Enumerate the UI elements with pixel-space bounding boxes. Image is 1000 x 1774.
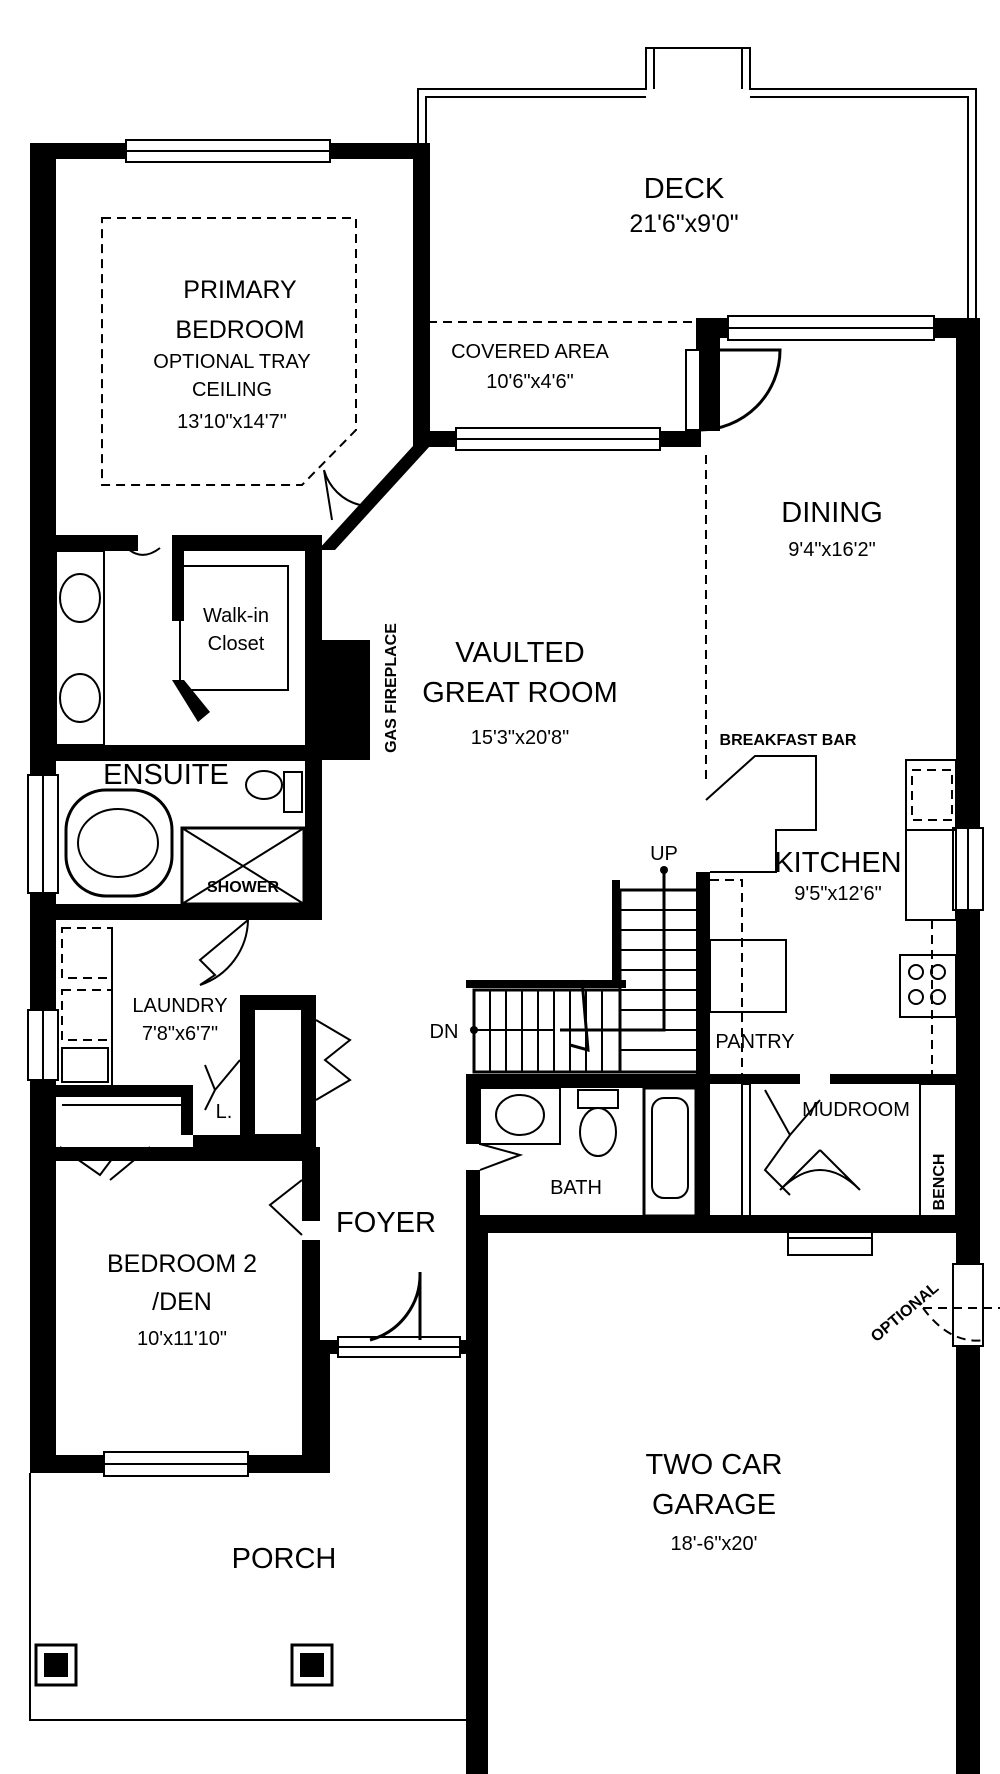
bath-fixtures bbox=[479, 1086, 698, 1218]
walk-in-closet-label-1: Walk-in bbox=[203, 605, 269, 627]
bench-label: BENCH bbox=[931, 1154, 948, 1211]
doors bbox=[59, 348, 1000, 1342]
kitchen-dimensions: 9'5"x12'6" bbox=[794, 883, 881, 905]
bedroom2-label-1: BEDROOM 2 bbox=[107, 1250, 257, 1278]
tray-ceiling-note-1: OPTIONAL TRAY bbox=[153, 351, 310, 373]
kitchen-fixtures bbox=[705, 755, 957, 1221]
staircase bbox=[470, 866, 704, 1074]
covered-area-label: COVERED AREA bbox=[451, 341, 609, 363]
covered-area-dimensions: 10'6"x4'6" bbox=[486, 371, 573, 393]
deck-dimensions: 21'6"x9'0" bbox=[629, 210, 738, 238]
primary-bedroom-dimensions: 13'10"x14'7" bbox=[177, 411, 287, 433]
stairs-down-label: DN bbox=[430, 1021, 459, 1043]
gas-fireplace-label: GAS FIREPLACE bbox=[383, 623, 400, 753]
dining-label: DINING bbox=[781, 497, 883, 529]
walk-in-closet-label-2: Closet bbox=[208, 633, 265, 655]
bedroom2-dimensions: 10'x11'10" bbox=[137, 1328, 227, 1350]
porch-label: PORCH bbox=[232, 1543, 337, 1575]
great-room-label-2: GREAT ROOM bbox=[422, 677, 618, 709]
great-room-label-1: VAULTED bbox=[455, 637, 584, 669]
tray-ceiling bbox=[101, 217, 357, 486]
optional-door-label: OPTIONAL bbox=[868, 1279, 942, 1345]
windows bbox=[27, 139, 984, 1477]
ensuite-label: ENSUITE bbox=[103, 759, 229, 791]
garage-dimensions: 18'-6"x20' bbox=[670, 1533, 757, 1555]
laundry-label: LAUNDRY bbox=[132, 995, 227, 1017]
bath-label: BATH bbox=[550, 1177, 602, 1199]
great-room-dimensions: 15'3"x20'8" bbox=[471, 727, 570, 749]
foyer-label: FOYER bbox=[336, 1207, 436, 1239]
linen-label: L. bbox=[216, 1101, 233, 1123]
tray-ceiling-note-2: CEILING bbox=[192, 379, 272, 401]
shower-label: SHOWER bbox=[207, 879, 279, 896]
laundry-fixtures bbox=[61, 927, 303, 1136]
pantry-label: PANTRY bbox=[715, 1031, 794, 1053]
dining-dimensions: 9'4"x16'2" bbox=[788, 539, 875, 561]
primary-bedroom-label-1: PRIMARY bbox=[183, 276, 297, 304]
kitchen-label: KITCHEN bbox=[774, 847, 901, 879]
ensuite-fixtures bbox=[55, 550, 306, 906]
breakfast-bar-label: BREAKFAST BAR bbox=[720, 732, 857, 749]
porch-outline bbox=[29, 1473, 466, 1721]
bedroom2-label-2: /DEN bbox=[152, 1288, 212, 1316]
stairs-up-label: UP bbox=[650, 843, 678, 865]
mudroom-label: MUDROOM bbox=[802, 1099, 910, 1121]
laundry-dimensions: 7'8"x6'7" bbox=[142, 1023, 218, 1045]
garage-label-2: GARAGE bbox=[652, 1489, 776, 1521]
garage-label-1: TWO CAR bbox=[646, 1449, 783, 1481]
deck-label: DECK bbox=[644, 173, 725, 205]
primary-bedroom-label-2: BEDROOM bbox=[175, 316, 304, 344]
interior-walls bbox=[56, 446, 956, 1473]
